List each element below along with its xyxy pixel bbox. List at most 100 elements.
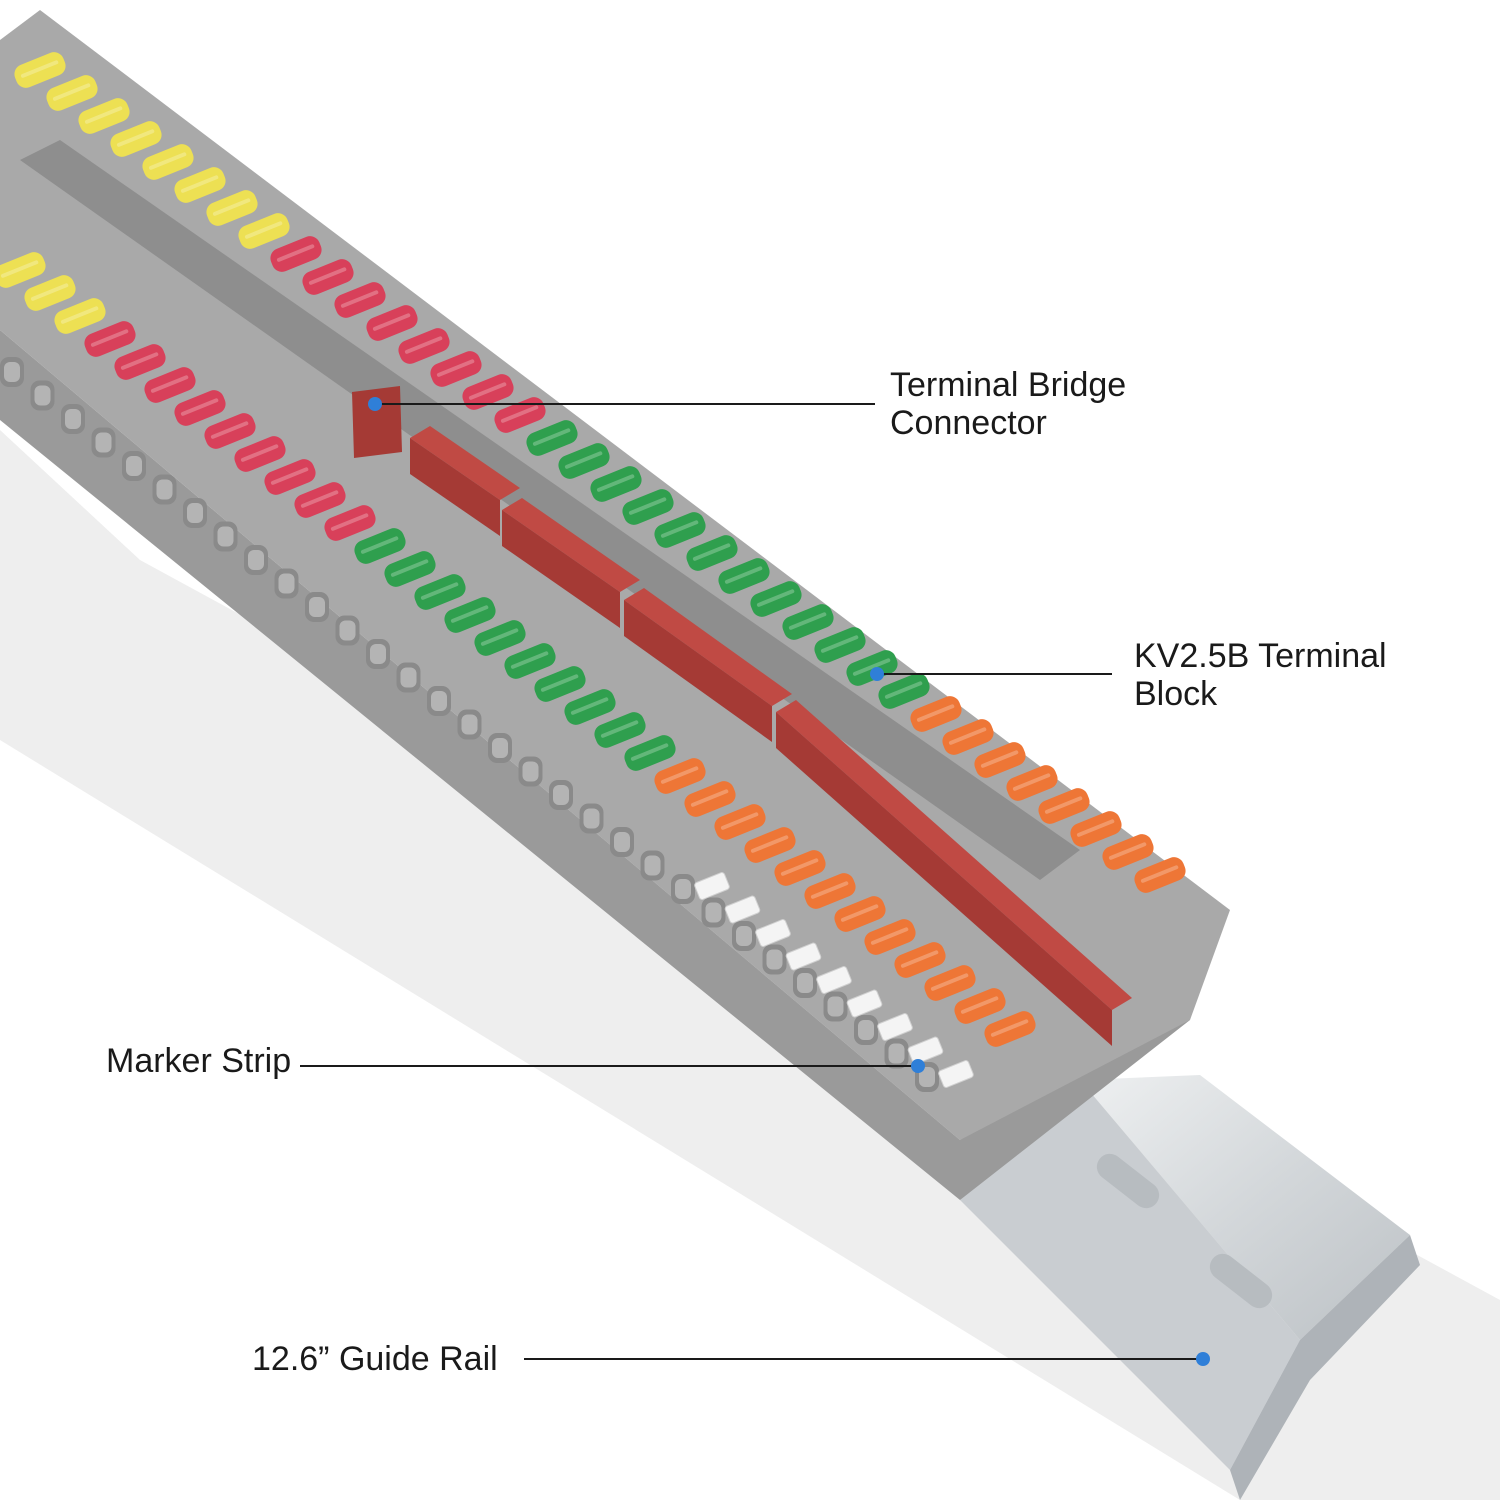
lever-highlight <box>756 589 795 607</box>
lever-body <box>54 298 106 334</box>
lever-highlight <box>980 750 1019 768</box>
wire-hole-inner <box>827 996 844 1017</box>
callout-dot-rail <box>1196 1352 1210 1366</box>
wire-hole-inner <box>339 620 356 641</box>
lever-body <box>526 420 578 456</box>
bridge-connector <box>352 386 402 458</box>
lever-body <box>846 650 898 686</box>
lever-body <box>114 344 166 380</box>
guide-rail <box>960 1075 1420 1500</box>
lever-highlight <box>468 382 507 400</box>
lever-highlight <box>1012 773 1051 791</box>
lever-highlight <box>0 260 39 278</box>
callout-dot-block <box>870 667 884 681</box>
wire-hole-inner <box>461 714 478 735</box>
lever <box>234 436 286 472</box>
lever <box>174 390 226 426</box>
lever-body <box>924 965 976 1001</box>
marker-tag-face <box>846 989 883 1018</box>
rail-lip <box>1230 1235 1420 1500</box>
lever-body <box>984 1011 1036 1047</box>
bridge-connector-side <box>776 712 1112 1046</box>
lever-highlight <box>500 405 539 423</box>
lever-body <box>430 351 482 387</box>
lever-highlight <box>1044 796 1083 814</box>
lever <box>54 298 106 334</box>
lever <box>78 98 130 134</box>
lever-body <box>334 282 386 318</box>
lever-body <box>654 758 706 794</box>
lever <box>110 121 162 157</box>
lever <box>430 351 482 387</box>
rail-top-face <box>1080 1075 1410 1340</box>
lever-body <box>1006 765 1058 801</box>
callout-label-bridge: Terminal Bridge Connector <box>890 366 1126 442</box>
lever-body <box>624 735 676 771</box>
lever-highlight <box>180 398 219 416</box>
lever-highlight <box>52 83 91 101</box>
callout-label-rail: 12.6” Guide Rail <box>252 1340 498 1378</box>
marker-tag <box>938 1060 974 1088</box>
lever-highlight <box>600 720 639 738</box>
wire-hole-inner <box>156 479 173 500</box>
lever-body <box>14 52 66 88</box>
wire-hole-inner <box>858 1020 874 1040</box>
lever <box>804 873 856 909</box>
lever-highlight <box>852 658 891 676</box>
lever-body <box>782 604 834 640</box>
lever <box>204 413 256 449</box>
lever-body <box>1134 857 1186 893</box>
lever-highlight <box>990 1019 1029 1037</box>
lever <box>1006 765 1058 801</box>
callout-label-block: KV2.5B Terminal Block <box>1134 637 1387 713</box>
lever <box>384 551 436 587</box>
lever <box>270 236 322 272</box>
lever-highlight <box>630 743 669 761</box>
lever-body <box>462 374 514 410</box>
lever-highlight <box>930 973 969 991</box>
wire-hole-inner <box>919 1067 935 1087</box>
lever <box>814 627 866 663</box>
lever <box>774 850 826 886</box>
lever-highlight <box>532 428 571 446</box>
lever-highlight <box>372 313 411 331</box>
lever-highlight <box>150 375 189 393</box>
lever-body <box>1070 811 1122 847</box>
wire-hole-inner <box>4 362 20 382</box>
lever-body <box>174 167 226 203</box>
lever-body <box>0 252 46 288</box>
lever <box>46 75 98 111</box>
lever-highlight <box>360 536 399 554</box>
wire-hole-inner <box>309 597 325 617</box>
lever-highlight <box>180 175 219 193</box>
lever-highlight <box>720 812 759 830</box>
callout-label-line: Block <box>1134 675 1218 713</box>
lever <box>1102 834 1154 870</box>
wire-hole-inner <box>492 738 508 758</box>
wire-entry-holes <box>0 357 939 1092</box>
lever-highlight <box>300 490 339 508</box>
lever-highlight <box>540 674 579 692</box>
lever-body <box>686 535 738 571</box>
lever-body <box>622 489 674 525</box>
lever <box>1134 857 1186 893</box>
lever-body <box>84 321 136 357</box>
lever <box>174 167 226 203</box>
lever <box>622 489 674 525</box>
lever <box>354 528 406 564</box>
lever-body <box>834 896 886 932</box>
lever <box>444 597 496 633</box>
wire-hole-inner <box>65 409 81 429</box>
lever-body <box>110 121 162 157</box>
lever-body <box>864 919 916 955</box>
lever-highlight <box>240 444 279 462</box>
lever-highlight <box>840 904 879 922</box>
lever-highlight <box>660 520 699 538</box>
lever <box>654 512 706 548</box>
lever-highlight <box>596 474 635 492</box>
lever <box>14 52 66 88</box>
bridge-connector-side <box>624 600 772 742</box>
marker-tag-face <box>785 942 822 971</box>
lever <box>564 689 616 725</box>
marker-strip <box>694 872 974 1088</box>
